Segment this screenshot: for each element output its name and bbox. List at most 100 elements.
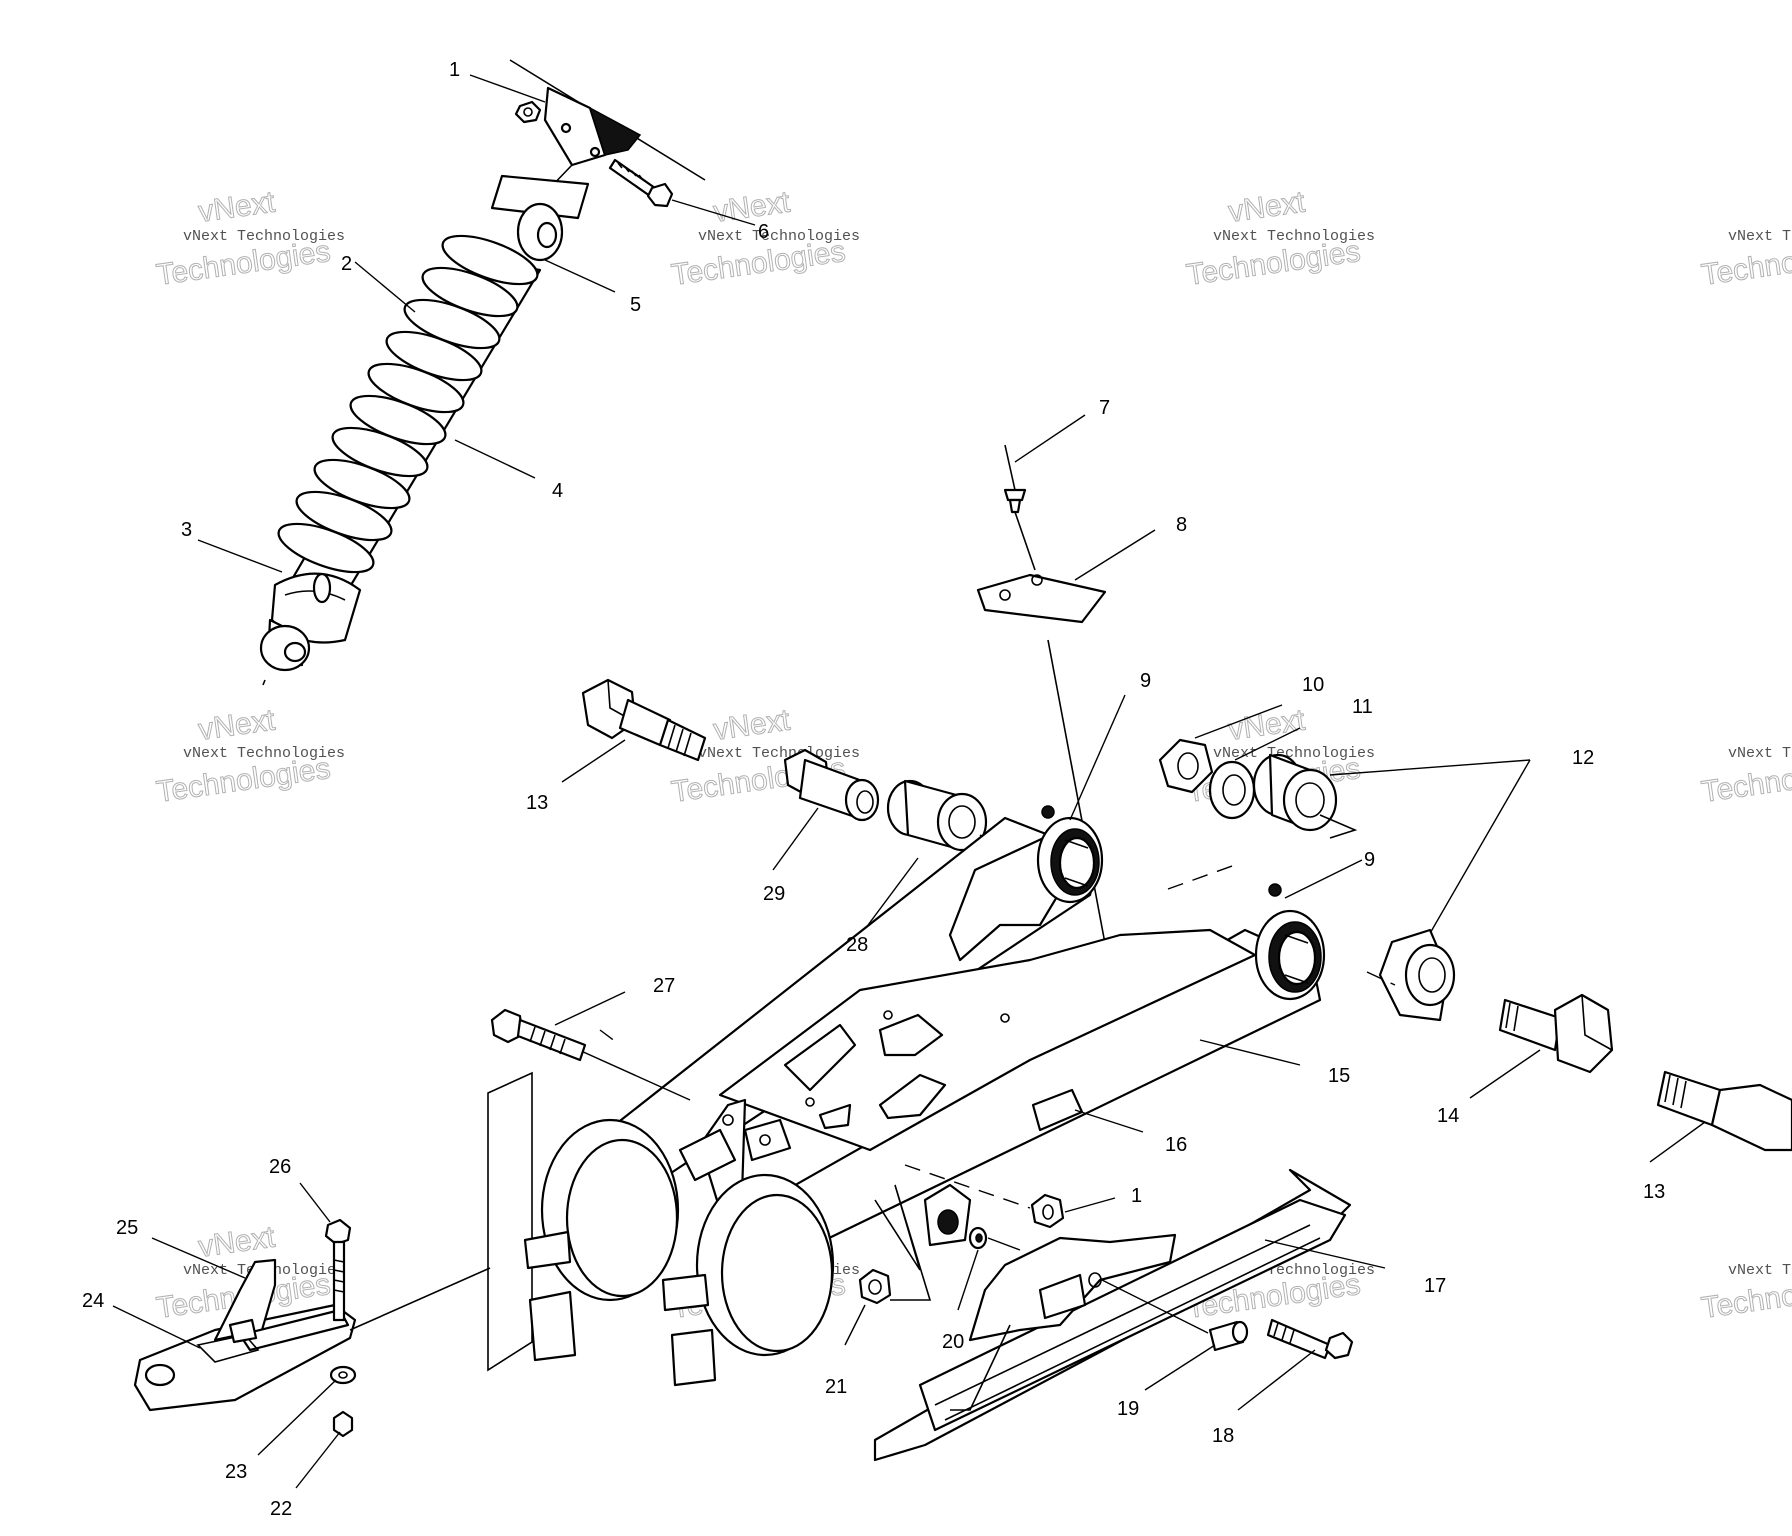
leader-1-top	[469, 74, 546, 103]
callout-29: 29	[763, 883, 785, 905]
svg-text:vNext Technologies: vNext Technologies	[1728, 1262, 1792, 1279]
axis-dash-nut-1	[904, 1164, 1031, 1209]
washer-23	[329, 1365, 357, 1385]
washer-20	[968, 1226, 988, 1250]
leader-20	[957, 1249, 979, 1311]
callout-10: 10	[1302, 674, 1324, 696]
callout-17: 17	[1424, 1275, 1446, 1297]
leader-14	[1469, 1049, 1541, 1099]
callout-23: 23	[225, 1461, 247, 1483]
callout-9-upper: 9	[1140, 670, 1151, 692]
callout-18: 18	[1212, 1425, 1234, 1447]
callout-1-lower: 1	[1131, 1185, 1142, 1207]
svg-text:vNext: vNext	[711, 185, 792, 228]
leader-12-lower	[1424, 759, 1531, 943]
leader-6	[671, 199, 756, 226]
svg-text:vNext Technologies: vNext Technologies	[183, 745, 345, 762]
leader-11	[1234, 727, 1301, 761]
leader-13-right	[1649, 1121, 1706, 1163]
svg-text:vNext: vNext	[196, 1220, 277, 1263]
callout-27: 27	[653, 975, 675, 997]
bolt-27	[490, 1008, 587, 1062]
leader-16	[1074, 1109, 1144, 1133]
callout-13-left: 13	[526, 792, 548, 814]
spacer-19	[1208, 1320, 1249, 1352]
bolt-18	[1266, 1318, 1354, 1360]
nut-10	[1158, 738, 1214, 794]
leader-10	[1194, 704, 1283, 739]
svg-text:vNext Technologies: vNext Technologies	[1213, 745, 1375, 762]
leader-2	[354, 261, 416, 313]
leader-29	[772, 807, 819, 871]
push-rivet-7	[1003, 444, 1027, 514]
nut-22	[332, 1410, 354, 1438]
axis-dash-27	[599, 1029, 621, 1046]
clamp-bracket	[874, 1183, 972, 1301]
leader-24	[112, 1305, 201, 1349]
leader-3	[197, 539, 283, 573]
bolt-6	[608, 158, 674, 208]
callout-13-right: 13	[1643, 1181, 1665, 1203]
bushing-12-lower	[1378, 928, 1456, 1022]
callout-11: 11	[1352, 696, 1373, 718]
svg-text:vNext: vNext	[711, 703, 792, 746]
svg-text:vNext Technologies: vNext Technologies	[698, 228, 860, 245]
swing-arm-15	[600, 805, 1326, 1242]
leader-4	[454, 439, 536, 479]
leader-23	[257, 1379, 337, 1456]
leader-27	[554, 991, 626, 1026]
callout-14: 14	[1437, 1105, 1459, 1127]
slide-rail-17	[873, 1168, 1352, 1462]
callout-6: 6	[758, 221, 769, 243]
svg-text:vNext Technologies: vNext Technologies	[1213, 228, 1375, 245]
callout-9-lower: 9	[1364, 849, 1375, 871]
bushing-12-upper	[1252, 753, 1358, 839]
callout-8: 8	[1176, 514, 1187, 536]
callout-22: 22	[270, 1498, 292, 1520]
bracket-alignment-line	[349, 1267, 491, 1331]
axis-leader-19	[1101, 1279, 1209, 1334]
pivot-bolt-13-right	[1656, 1070, 1792, 1152]
callout-21: 21	[825, 1376, 847, 1398]
svg-text:vNext: vNext	[196, 703, 277, 746]
watermark-bottom-edge: vNext Technologies Technologies	[1699, 1262, 1792, 1325]
leader-18	[1237, 1349, 1316, 1411]
washer-11	[1208, 760, 1256, 820]
callout-16: 16	[1165, 1134, 1187, 1156]
bumper-bracket-24	[133, 1258, 357, 1412]
leader-7	[1014, 414, 1086, 463]
callout-20: 20	[942, 1331, 964, 1353]
shock-absorber	[259, 174, 590, 686]
axis-dash-lower	[1366, 971, 1396, 986]
leader-22	[295, 1431, 341, 1489]
leader-25	[151, 1237, 246, 1279]
axis-leader-20	[987, 1237, 1021, 1251]
watermark-top-left: vNext vNext Technologies Technologies	[154, 185, 345, 292]
callout-28: 28	[846, 934, 868, 956]
callout-24: 24	[82, 1290, 104, 1312]
axis-dash-upper	[1167, 864, 1236, 890]
nut-1-lower	[1030, 1193, 1065, 1229]
callout-12: 12	[1572, 747, 1594, 769]
svg-text:vNext Technologies: vNext Technologies	[183, 228, 345, 245]
coil-spring	[277, 234, 539, 574]
callout-19: 19	[1117, 1398, 1139, 1420]
callout-3: 3	[181, 519, 192, 541]
shock-upper-bracket	[509, 59, 706, 191]
leader-9-upper	[1069, 694, 1126, 821]
plate-alignment-line	[1047, 639, 1111, 971]
callout-4: 4	[552, 480, 563, 502]
leader-13-left	[561, 739, 626, 783]
nut-21	[858, 1268, 892, 1305]
callout-7: 7	[1099, 397, 1110, 419]
callout-15: 15	[1328, 1065, 1350, 1087]
leader-5	[544, 259, 616, 293]
watermark-top-right: vNext vNext Technologies Technologies	[1184, 185, 1375, 292]
leader-1-lower	[1064, 1197, 1116, 1213]
callout-25: 25	[116, 1217, 138, 1239]
leader-28	[867, 857, 919, 926]
decal-plate-8	[976, 573, 1107, 624]
bushing-28	[886, 779, 988, 852]
callout-labels: 1 2 3 4 5 6 7 8 9 9 10 11 12 13 13 14 15…	[82, 59, 1665, 1520]
leader-9-lower	[1284, 859, 1363, 899]
